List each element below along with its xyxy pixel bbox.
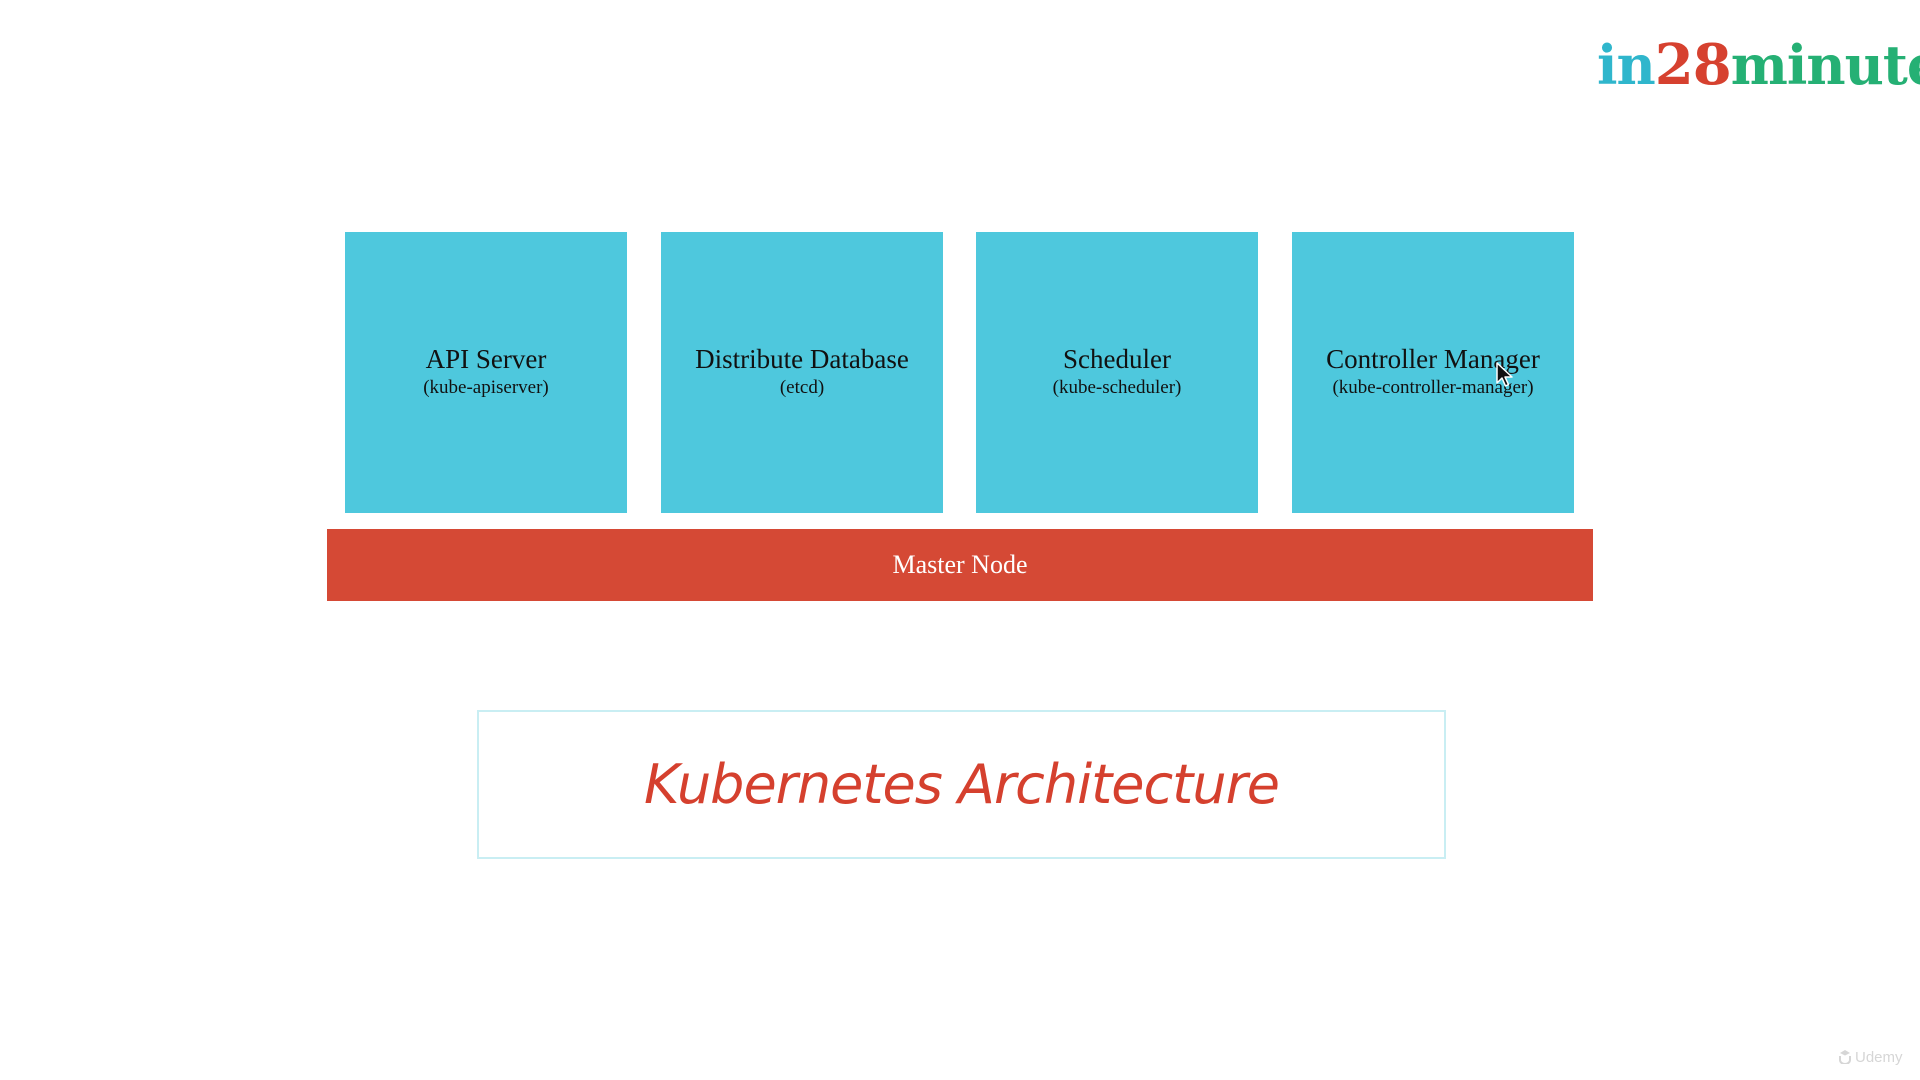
logo-part-minutes: minutes: [1730, 33, 1920, 97]
udemy-logo-icon: [1839, 1050, 1851, 1064]
component-scheduler: Scheduler (kube-scheduler): [976, 232, 1258, 513]
udemy-watermark: Udemy: [1838, 1049, 1903, 1066]
in28minutes-logo: in28minutes: [1597, 30, 1920, 100]
caption-box: Kubernetes Architecture: [477, 710, 1446, 859]
component-subtitle: (kube-apiserver): [423, 377, 549, 398]
component-title: Scheduler: [1063, 344, 1171, 374]
component-subtitle: (etcd): [779, 377, 825, 398]
component-api-server: API Server (kube-apiserver): [345, 232, 627, 513]
watermark-text: Udemy: [1855, 1049, 1903, 1066]
component-distribute-database: Distribute Database (etcd): [661, 232, 943, 513]
master-node-bar: Master Node: [327, 529, 1593, 601]
logo-part-in: in: [1597, 33, 1656, 97]
component-subtitle: (kube-controller-manager): [1332, 377, 1534, 398]
component-title: Controller Manager: [1326, 344, 1540, 374]
component-title: Distribute Database: [695, 344, 909, 374]
component-controller-manager: Controller Manager (kube-controller-mana…: [1292, 232, 1574, 513]
component-title: API Server: [425, 344, 547, 374]
component-subtitle: (kube-scheduler): [1052, 377, 1182, 398]
mouse-pointer-icon: [1496, 362, 1513, 387]
slide-caption: Kubernetes Architecture: [644, 753, 1280, 816]
logo-part-28: 28: [1654, 32, 1732, 98]
